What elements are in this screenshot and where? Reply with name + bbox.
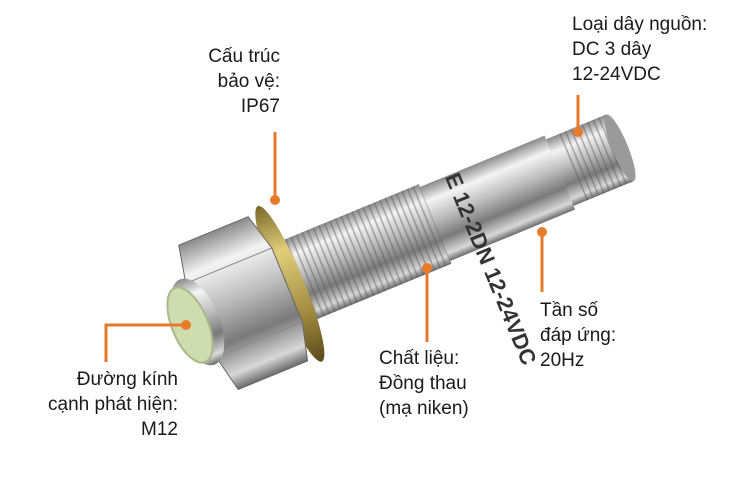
callout-diameter: Đường kính cạnh phát hiện: M12	[48, 369, 178, 440]
leader-lines	[104, 95, 580, 362]
sensor-body: E 12-2DN 12-24VDC	[166, 114, 636, 391]
callout-frequency: Tần số đáp ứng: 20Hz	[540, 300, 617, 371]
washer	[255, 205, 325, 362]
callout-power: Loại dây nguồn: DC 3 dây 12-24VDC	[572, 14, 708, 85]
leader-dots	[181, 127, 583, 330]
callout-protection: Cấu trúc bảo vệ: IP67	[208, 46, 280, 117]
leader-diameter	[104, 323, 186, 362]
callout-material: Chất liệu: Đồng thau (mạ niken)	[379, 348, 469, 419]
smooth-housing	[415, 135, 576, 263]
